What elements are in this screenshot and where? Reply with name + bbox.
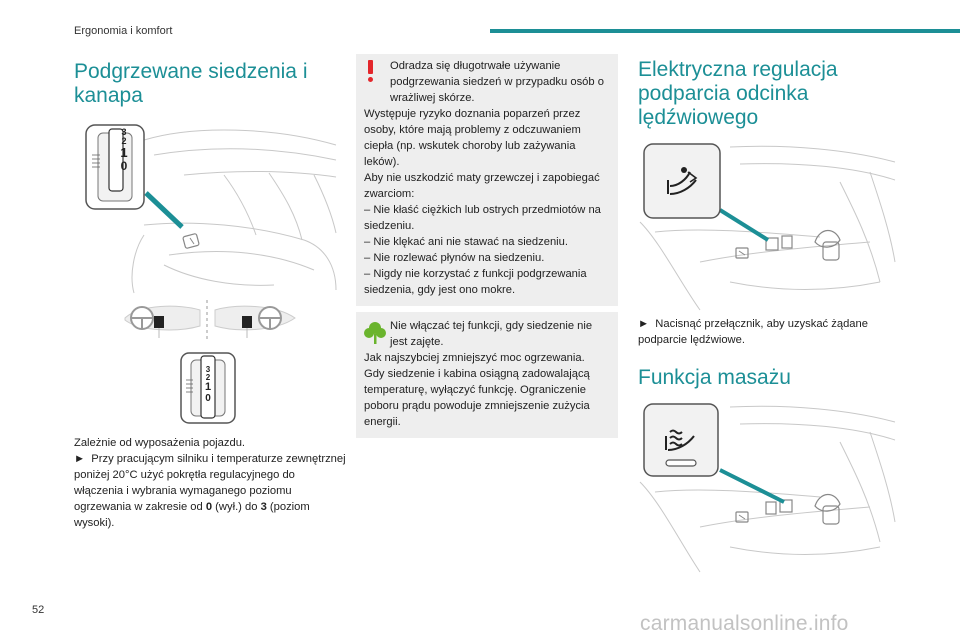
header-accent-bar — [490, 29, 960, 33]
warning-note: Odradza się długotrwałe używanie podgrze… — [356, 54, 618, 306]
dial-mark-2: 2 — [121, 136, 127, 146]
lumbar-switch-illustration — [639, 143, 896, 311]
warning-lead: Odradza się długotrwałe używanie podgrze… — [390, 60, 604, 104]
knob-mark-0: 0 — [205, 393, 211, 404]
eco-note: Nie włączać tej funkcji, gdy siedzenie n… — [356, 312, 618, 438]
warning-line-6: – Nigdy nie korzystać z funkcji podgrzew… — [364, 268, 587, 296]
dial-mark-0: 0 — [120, 159, 128, 173]
knob-mark-1: 1 — [204, 381, 212, 393]
dial-mark-3: 3 — [121, 127, 127, 137]
eco-lead: Nie włączać tej funkcji, gdy siedzenie n… — [390, 320, 593, 348]
watermark: carmanualsonline.info — [640, 612, 849, 635]
heated-seat-instructions: Zależnie od wyposażenia pojazdu. ► Przy … — [74, 435, 346, 531]
warning-line-2: Aby nie uszkodzić maty grzewczej i zapob… — [364, 172, 600, 200]
knob-mark-3: 3 — [205, 365, 211, 374]
heated-seat-illustration — [85, 124, 337, 294]
warning-line-4: – Nie klękać ani nie stawać na siedzeniu… — [364, 236, 568, 248]
exclamation-icon — [366, 60, 376, 84]
warning-line-3: – Nie kłaść ciężkich lub ostrych przedmi… — [364, 204, 601, 232]
warning-line-1: Występuje ryzyko doznania poparzeń przez… — [364, 108, 581, 168]
lumbar-step: ► Nacisnąć przełącznik, aby uzyskać żąda… — [638, 318, 868, 346]
massage-switch-illustration — [639, 403, 896, 573]
page-number: 52 — [32, 604, 45, 616]
eco-line-2: Gdy siedzenie i kabina osiągną zadowalaj… — [364, 368, 590, 428]
section-title-lumbar: Elektryczna regulacja podparcia odcinka … — [638, 58, 838, 129]
section-title-massage: Funkcja masażu — [638, 366, 791, 389]
steering-wheel-illustration — [124, 300, 296, 340]
heating-knob-illustration — [180, 352, 236, 424]
dial-mark-1: 1 — [120, 145, 128, 160]
leaf-icon — [364, 322, 386, 344]
step-arrow: ► — [638, 318, 650, 330]
warning-line-5: – Nie rozlewać płynów na siedzeniu. — [364, 252, 545, 264]
knob-mark-2: 2 — [205, 373, 211, 382]
step-arrow: ► — [74, 453, 86, 465]
equipment-note: Zależnie od wyposażenia pojazdu. — [74, 437, 246, 449]
section-title-heated-seats: Podgrzewane siedzenia i kanapa — [74, 60, 308, 107]
heated-seat-step: ► Przy pracującym silniku i temperaturze… — [74, 453, 346, 529]
eco-line-1: Jak najszybciej zmniejszyć moc ogrzewani… — [364, 352, 585, 364]
chapter-title: Ergonomia i komfort — [74, 25, 173, 37]
